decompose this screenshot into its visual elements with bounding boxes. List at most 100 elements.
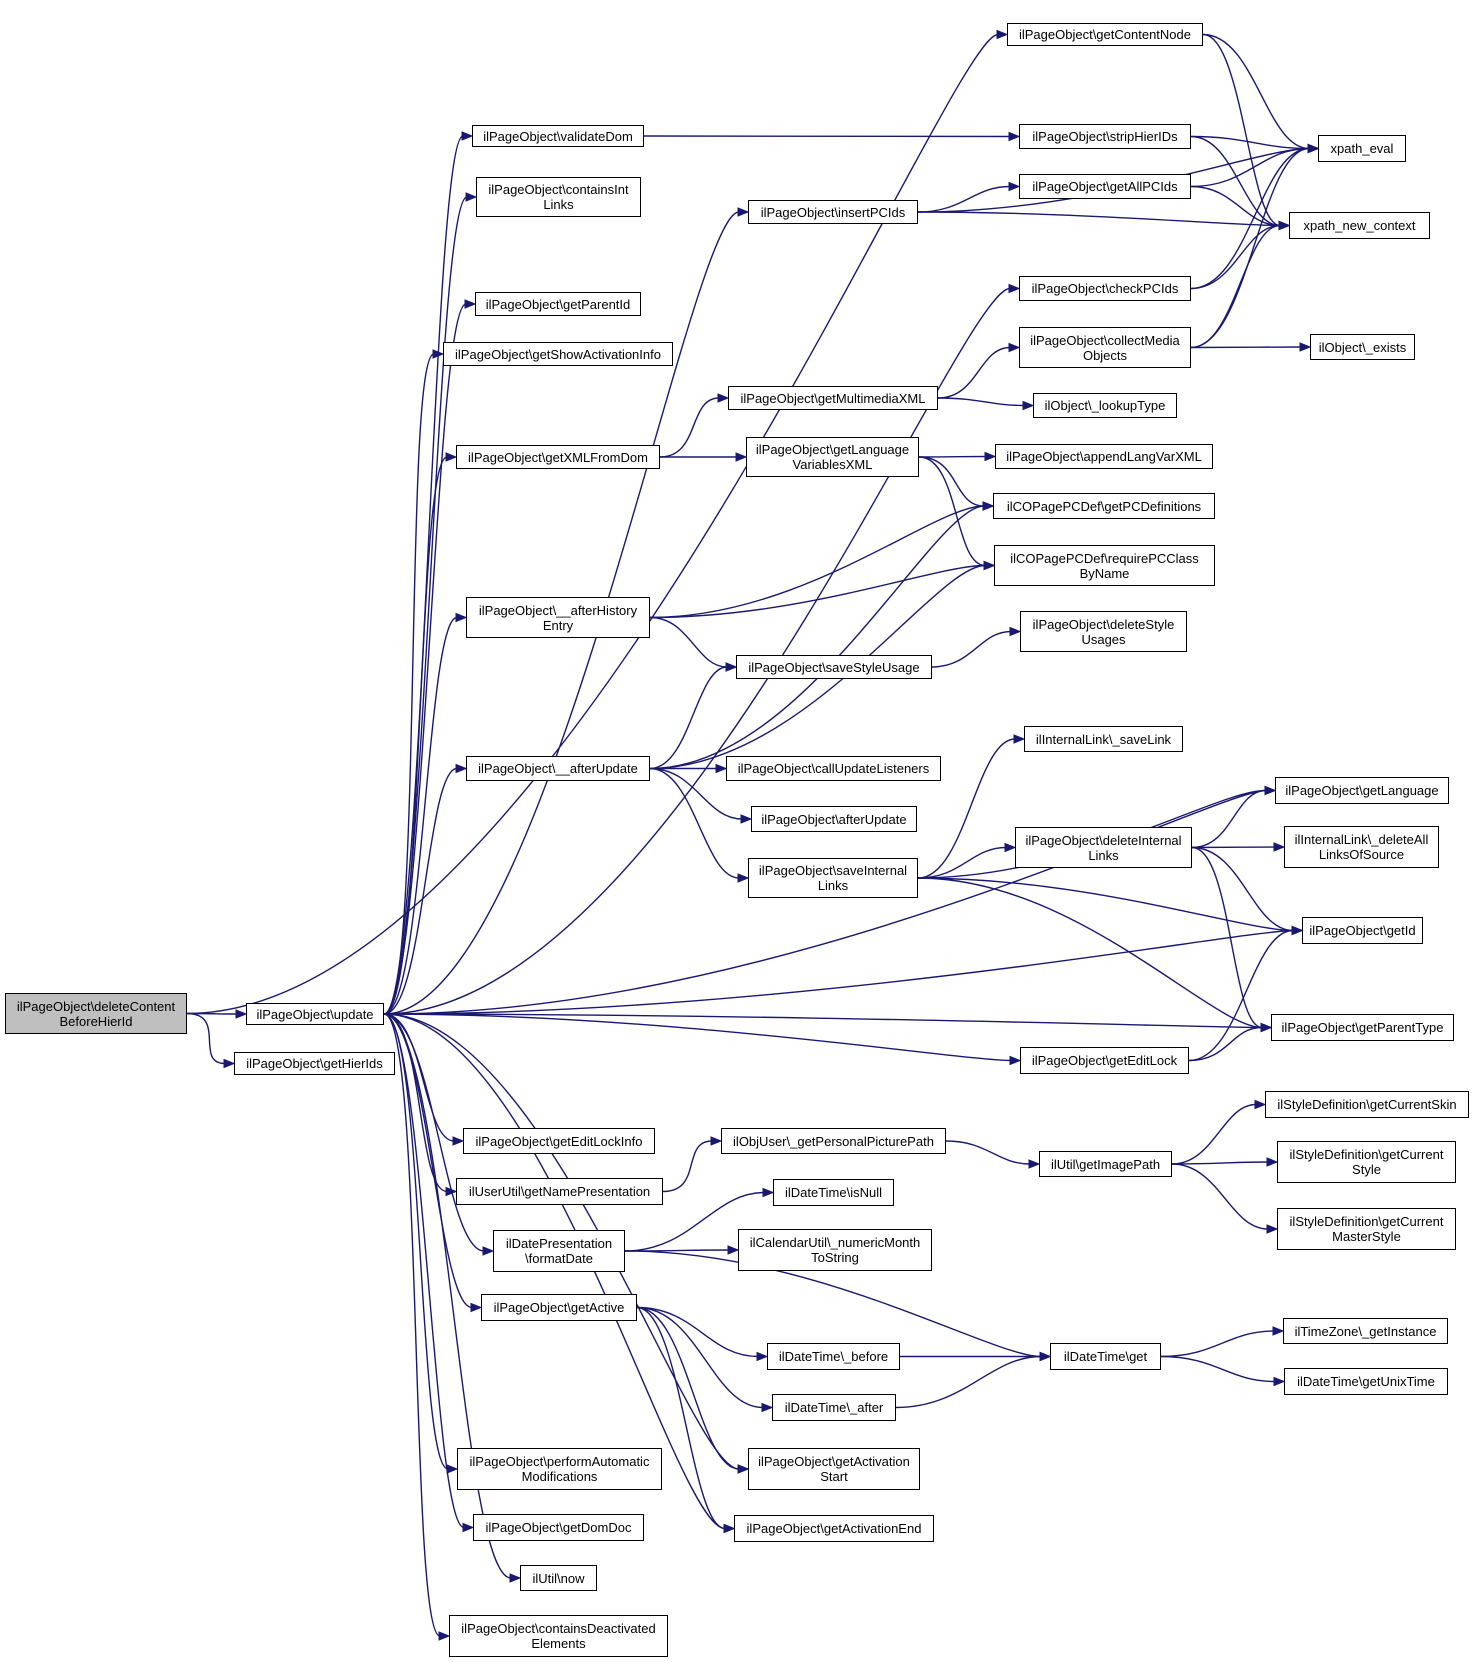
node-after-update-private[interactable]: ilPageObject\__afterUpdate <box>466 756 650 781</box>
node-date-before[interactable]: ilDateTime\_before <box>767 1343 900 1370</box>
node-get-personal-picture-path[interactable]: ilObjUser\_getPersonalPicturePath <box>721 1128 946 1154</box>
arrowhead-n1-n55 <box>462 1522 475 1533</box>
edge-n52-n49 <box>895 1355 1042 1409</box>
node-update[interactable]: ilPageObject\update <box>246 1003 384 1025</box>
node-get-parent-type[interactable]: ilPageObject\getParentType <box>1271 1014 1454 1041</box>
edge-n12-n25 <box>649 564 986 619</box>
node-get-edit-lock-info[interactable]: ilPageObject\getEditLockInfo <box>463 1128 655 1154</box>
node-get-image-path[interactable]: ilUtil\getImagePath <box>1039 1151 1172 1177</box>
node-get-active[interactable]: ilPageObject\getActive <box>481 1294 637 1321</box>
node-date-get[interactable]: ilDateTime\get <box>1050 1343 1161 1370</box>
edge-n21-n30 <box>1190 224 1281 349</box>
arrowhead-n38-n40 <box>1028 1159 1041 1169</box>
arrowhead-n1-n58 <box>438 1631 451 1641</box>
edge-n13-n26 <box>931 630 1012 668</box>
node-xpath-eval[interactable]: xpath_eval <box>1318 135 1406 162</box>
node-xpath-new-context[interactable]: xpath_new_context <box>1289 212 1430 239</box>
node-get-instance[interactable]: ilTimeZone\_getInstance <box>1283 1318 1448 1344</box>
arrowhead-n21-n30 <box>1278 220 1291 231</box>
edge-n28-n32 <box>1191 789 1267 849</box>
edge-n40-n42 <box>1171 1161 1269 1165</box>
arrowhead-n40-n43 <box>1266 1224 1279 1234</box>
arrowhead-n1-n53 <box>446 1464 459 1474</box>
edge-n47-n54 <box>636 1306 740 1470</box>
edge-n6-n30 <box>917 211 1281 227</box>
node-append-lang-var-xml[interactable]: ilPageObject\appendLangVarXML <box>995 444 1213 469</box>
arrowhead-n9-n11 <box>735 452 748 462</box>
node-format-date[interactable]: ilDatePresentation\formatDate <box>493 1230 625 1272</box>
node-get-show-activation-info[interactable]: ilPageObject\getShowActivationInfo <box>443 342 673 366</box>
arrowhead-n14-n25 <box>983 560 996 571</box>
arrowhead-n40-n42 <box>1266 1157 1279 1167</box>
node-validate-dom[interactable]: ilPageObject\validateDom <box>472 125 644 147</box>
arrowhead-n17-n28 <box>1004 842 1017 853</box>
node-get-edit-lock[interactable]: ilPageObject\getEditLock <box>1020 1047 1189 1074</box>
node-strip-hier-ids[interactable]: ilPageObject\stripHierIDs <box>1019 124 1191 149</box>
edge-n18-n29 <box>1190 135 1310 150</box>
edge-n4-n18 <box>643 135 1011 138</box>
node-insert-pc-ids[interactable]: ilPageObject\insertPCIds <box>748 200 918 224</box>
arrowhead-n0-n2 <box>223 1058 236 1069</box>
arrowhead-n47-n52 <box>761 1402 774 1413</box>
node-lookup-type[interactable]: ilObject\_lookupType <box>1033 393 1177 418</box>
node-get-pc-definitions[interactable]: ilCOPagePCDef\getPCDefinitions <box>993 493 1215 519</box>
arrowhead-n14-n15 <box>715 763 728 774</box>
node-object-exists[interactable]: ilObject\_exists <box>1310 334 1415 360</box>
node-get-name-presentation[interactable]: ilUserUtil\getNamePresentation <box>456 1178 663 1205</box>
edge-n47-n48 <box>636 1306 759 1358</box>
arrowhead-n0-n3 <box>996 29 1009 40</box>
node-date-is-null[interactable]: ilDateTime\isNull <box>773 1179 894 1206</box>
node-get-content-node[interactable]: ilPageObject\getContentNode <box>1007 23 1203 46</box>
node-get-current-skin[interactable]: ilStyleDefinition\getCurrentSkin <box>1265 1091 1469 1118</box>
arrowhead-n1-n20 <box>1008 283 1021 294</box>
node-get-language[interactable]: ilPageObject\getLanguage <box>1275 777 1449 804</box>
edge-n1-n47 <box>383 1013 473 1309</box>
node-get-hier-ids[interactable]: ilPageObject\getHierIds <box>234 1052 395 1075</box>
node-get-parent-id[interactable]: ilPageObject\getParentId <box>475 292 641 316</box>
node-get-activation-end[interactable]: ilPageObject\getActivationEnd <box>734 1515 934 1542</box>
edge-n3-n30 <box>1202 33 1281 227</box>
edge-n14-n17 <box>649 767 740 879</box>
node-after-update[interactable]: ilPageObject\afterUpdate <box>751 806 917 832</box>
edge-n0-n3 <box>186 33 999 1015</box>
node-call-update-listeners[interactable]: ilPageObject\callUpdateListeners <box>726 756 941 781</box>
edge-n14-n16 <box>649 767 743 820</box>
node-util-now[interactable]: ilUtil\now <box>520 1565 597 1591</box>
arrowhead-n6-n19 <box>1008 181 1021 192</box>
edge-n38-n40 <box>945 1140 1031 1165</box>
edge-n49-n51 <box>1160 1355 1276 1383</box>
edge-n40-n43 <box>1171 1163 1269 1230</box>
edge-n0-n2 <box>186 1012 226 1065</box>
edge-n14-n24 <box>649 505 985 770</box>
node-save-style-usage[interactable]: ilPageObject\saveStyleUsage <box>736 655 932 679</box>
node-get-unix-time[interactable]: ilDateTime\getUnixTime <box>1284 1368 1448 1395</box>
edge-n47-n52 <box>636 1306 764 1409</box>
node-get-all-pc-ids[interactable]: ilPageObject\getAllPCIds <box>1019 174 1191 199</box>
node-get-multimedia-xml[interactable]: ilPageObject\getMultimediaXML <box>728 386 938 410</box>
node-date-after[interactable]: ilDateTime\_after <box>772 1394 896 1421</box>
node-get-id[interactable]: ilPageObject\getId <box>1302 917 1423 944</box>
arrowhead-n39-n38 <box>710 1136 723 1146</box>
edge-n1-n35 <box>383 1013 1263 1029</box>
edge-n20-n30 <box>1190 224 1281 290</box>
node-get-xml-from-dom[interactable]: ilPageObject\getXMLFromDom <box>456 445 660 469</box>
arrowhead-n36-n34 <box>1291 925 1304 936</box>
node-save-link[interactable]: ilInternalLink\_saveLink <box>1024 726 1183 752</box>
node-get-dom-doc[interactable]: ilPageObject\getDomDoc <box>473 1514 644 1541</box>
node-check-pc-ids[interactable]: ilPageObject\checkPCIds <box>1019 276 1191 301</box>
